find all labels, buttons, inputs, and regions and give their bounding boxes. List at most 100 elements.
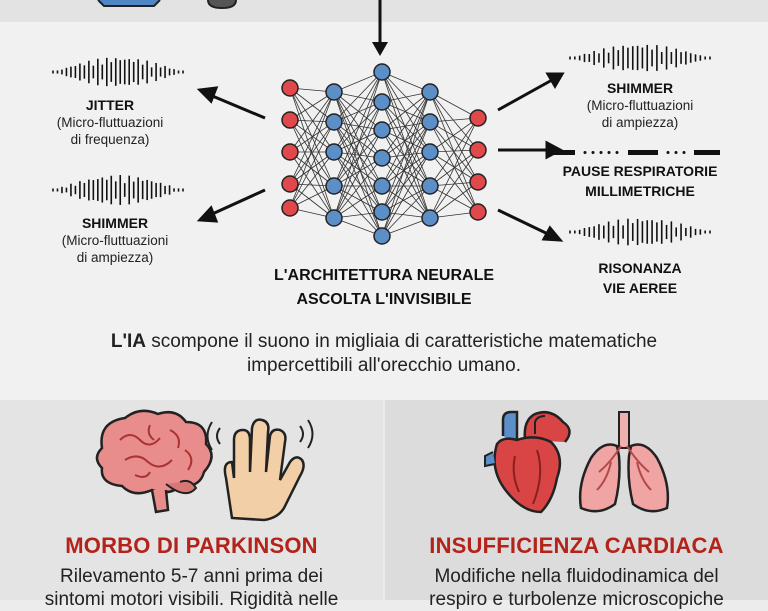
network-edge (333, 121, 383, 213)
network-node (469, 109, 487, 127)
network-node (373, 149, 391, 167)
network-edge (289, 121, 335, 185)
network-nodes (281, 63, 487, 245)
network-edge (429, 91, 479, 151)
network-edge (381, 91, 431, 131)
network-edge (333, 91, 383, 187)
network-node (281, 79, 299, 97)
network-edge (381, 101, 431, 219)
network-edge (333, 129, 383, 219)
network-edge (333, 91, 383, 159)
neural-diagram: JITTER (Micro-fluttuazioni di frequenza)… (0, 0, 768, 308)
network-edge (289, 151, 335, 209)
network-edge (429, 121, 479, 151)
network-edge (429, 117, 479, 153)
network-edge (381, 91, 431, 187)
network-node (373, 203, 391, 221)
network-edge (333, 121, 383, 187)
brain-icon (95, 409, 213, 514)
network-edge (381, 71, 431, 187)
network-edge (381, 185, 431, 213)
network-edge (289, 121, 335, 153)
network-edge (289, 87, 335, 123)
network-edge (429, 181, 479, 219)
network-edge (381, 129, 431, 219)
network-edge (429, 151, 479, 183)
network-edge (381, 121, 431, 187)
disease-description: Rilevamento 5-7 anni prima dei sintomi m… (0, 565, 383, 611)
description-line: Modifiche nella fluidodinamica del (434, 566, 719, 587)
network-node (373, 177, 391, 195)
network-node (469, 141, 487, 159)
network-node (281, 199, 299, 217)
network-edge (333, 151, 383, 187)
disease-title: MORBO DI PARKINSON (65, 533, 318, 558)
network-edge (429, 91, 479, 183)
network-edge (289, 121, 335, 209)
network-edge (381, 185, 431, 237)
network-node (281, 175, 299, 193)
feature-desc: (Micro-fluttuazioni (57, 115, 164, 130)
network-edge (289, 91, 335, 153)
network-node (373, 93, 391, 111)
description-line: Rilevamento 5-7 anni prima dei (60, 566, 323, 587)
network-edge (289, 151, 335, 187)
network-edge (333, 157, 383, 219)
network-edge (289, 119, 335, 153)
network-node (325, 177, 343, 195)
network-node (421, 209, 439, 227)
waveform-icon (569, 218, 711, 246)
network-node (421, 177, 439, 195)
network-edge (333, 91, 383, 131)
disease-description: Modifiche nella fluidodinamica del respi… (385, 565, 768, 611)
network-edge (333, 157, 383, 187)
disease-title: INSUFFICIENZA CARDIACA (429, 533, 724, 558)
feature-label: SHIMMER (82, 215, 148, 231)
network-edge (333, 129, 383, 153)
network-edge (333, 71, 383, 123)
network-edge (333, 151, 383, 213)
disease-card-parkinson: MORBO DI PARKINSON Rilevamento 5-7 anni … (0, 400, 383, 610)
network-edge (381, 151, 431, 237)
caption-line: scompone il suono in migliaia di caratte… (145, 331, 658, 352)
output-arrows (196, 72, 565, 242)
network-edge (333, 121, 383, 237)
network-edge (333, 71, 383, 153)
network-edge (381, 157, 431, 187)
feature-label: MILLIMETRICHE (585, 183, 695, 199)
network-edge (381, 151, 431, 213)
feature-label: PAUSE RESPIRATORIE (563, 163, 718, 179)
network-title: L'ARCHITETTURA NEURALE (274, 267, 494, 284)
network-edge (289, 87, 335, 153)
network-title: ASCOLTA L'INVISIBILE (296, 291, 471, 308)
network-node (373, 63, 391, 81)
feature-label: JITTER (86, 97, 134, 113)
network-edge (381, 91, 431, 159)
network-node (469, 173, 487, 191)
network-edge (429, 151, 479, 213)
caption: L'IA scompone il suono in migliaia di ca… (0, 330, 768, 378)
network-edge (381, 121, 431, 237)
network-edge (381, 121, 431, 213)
network-edge (333, 185, 383, 213)
feature-label: SHIMMER (607, 80, 673, 96)
network-edge (333, 121, 383, 159)
network-node (325, 209, 343, 227)
waveform-icon (52, 57, 184, 87)
feature-desc: (Micro-fluttuazioni (62, 233, 169, 248)
network-edge (333, 71, 383, 219)
network-edge (381, 91, 431, 213)
network-edge (333, 101, 383, 219)
network-edge (381, 151, 431, 187)
caption-bold: L'IA (110, 331, 146, 352)
network-edge (289, 151, 335, 185)
feature-desc: (Micro-fluttuazioni (587, 98, 694, 113)
network-node (421, 113, 439, 131)
pause-dashes-icon (549, 150, 720, 155)
network-node (421, 83, 439, 101)
feature-desc: di ampiezza) (602, 115, 679, 130)
network-edge (333, 71, 383, 187)
top-section: JITTER (Micro-fluttuazioni di frequenza)… (0, 0, 768, 378)
network-edge (381, 129, 431, 187)
network-edge (381, 121, 431, 159)
